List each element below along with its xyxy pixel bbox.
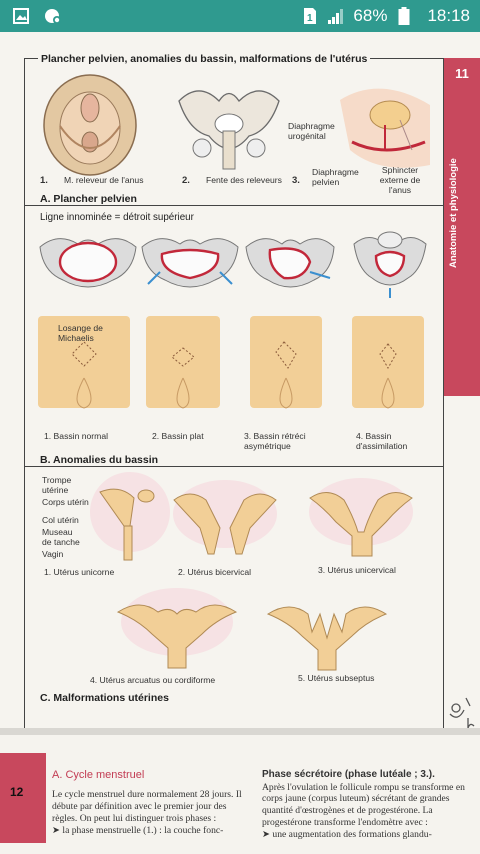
uterus-unicervical-drawing xyxy=(309,478,413,557)
battery-percent: 68% xyxy=(353,6,388,25)
uterus-arcuatus-drawing xyxy=(116,588,238,669)
uterus-unicorne-drawing xyxy=(90,472,170,561)
caption-arcuatus: 4. Utérus arcuatus ou cordiforme xyxy=(90,675,216,685)
pelvis-asymetrique-drawing xyxy=(245,238,335,288)
page-gap xyxy=(0,728,480,735)
caption-bassin-assimilation: 4. Bassin d'assimilation xyxy=(356,431,408,451)
page-number: 11 xyxy=(455,66,469,81)
book-page: Plancher pelvien, anomalies du bassin, m… xyxy=(0,32,480,730)
page-2-right-column: Phase sécrétoire (phase lutéale ; 3.). A… xyxy=(262,769,468,841)
caption-releveur-anus: M. releveur de l'anus xyxy=(64,175,144,185)
caption-a-2-num: 2. xyxy=(182,175,190,186)
label-diaphragme-urogenital: Diaphragme urogénital xyxy=(288,121,335,141)
book-page-2: 12 A. Cycle menstruel Le cycle menstruel… xyxy=(0,735,480,854)
caption-a-1-num: 1. xyxy=(40,175,48,186)
label-vagin: Vagin xyxy=(42,549,64,559)
pelvic-floor-drawing-3 xyxy=(340,88,430,168)
caption-subseptus: 5. Utérus subseptus xyxy=(298,673,375,683)
uterus-bicervical-drawing xyxy=(173,480,277,555)
section-b-title: B. Anomalies du bassin xyxy=(40,454,159,466)
caption-fente-releveurs: Fente des releveurs xyxy=(206,175,282,185)
page-2-left-column: A. Cycle menstruel Le cycle menstruel du… xyxy=(52,769,248,837)
caption-bassin-retreci: 3. Bassin rétréci asymétrique xyxy=(244,431,306,451)
pelvis-normal-drawing xyxy=(39,238,137,288)
caption-a-3-num: 3. xyxy=(292,175,300,186)
page-2-left-heading: A. Cycle menstruel xyxy=(52,769,145,781)
page-2-left-text: Le cycle menstruel dure normalement 28 j… xyxy=(52,788,242,824)
page-2-right-heading: Phase sécrétoire (phase lutéale ; 3.). xyxy=(262,769,435,780)
caption-diaphragme-pelvien: Diaphragme pelvien xyxy=(312,167,359,187)
caption-bassin-plat: 2. Bassin plat xyxy=(152,431,204,441)
label-corps-uterin: Corps utérin xyxy=(42,497,89,507)
svg-text:1: 1 xyxy=(307,13,313,24)
back-view-2 xyxy=(146,316,220,408)
back-view-1 xyxy=(38,316,130,408)
caption-unicervical: 3. Utérus unicervical xyxy=(318,565,396,575)
ligne-innominee: Ligne innominée = détroit supérieur xyxy=(40,212,194,223)
label-museau: Museau de tanche xyxy=(42,527,80,547)
pelvic-floor-drawing-1 xyxy=(43,74,137,176)
pelvis-assimilation-drawing xyxy=(353,231,427,298)
pelvis-plat-drawing xyxy=(141,238,239,288)
section-c-title: C. Malformations utérines xyxy=(40,692,169,704)
page-2-number: 12 xyxy=(10,785,24,799)
back-view-3 xyxy=(250,316,322,408)
gallery-icon xyxy=(13,8,29,24)
label-trompe: Trompe utérine xyxy=(42,475,72,495)
signal-icon xyxy=(328,9,344,24)
clock: 18:18 xyxy=(427,6,470,25)
back-view-4 xyxy=(352,316,424,408)
pelvic-floor-drawing-2 xyxy=(178,90,280,170)
page-2-right-bullet: ➤ une augmentation des formations glandu… xyxy=(262,829,432,841)
page-side-tab: 11 Anatomie et physiologie xyxy=(444,58,480,396)
status-bar: 1 68% 18:18 xyxy=(0,0,480,32)
caption-bicervical: 2. Utérus bicervical xyxy=(178,567,252,577)
losange-label: Losange de Michaelis xyxy=(58,323,103,343)
divider-b-c xyxy=(24,466,444,467)
sim-1-icon: 1 xyxy=(304,8,317,24)
uterus-subseptus-drawing xyxy=(266,606,388,671)
caption-bassin-normal: 1. Bassin normal xyxy=(44,431,109,441)
label-col-uterin: Col utérin xyxy=(42,515,79,525)
page-2-left-bullet: ➤ la phase menstruelle (1.) : la couche … xyxy=(52,824,224,836)
divider-a-b xyxy=(24,205,444,206)
battery-icon xyxy=(398,7,410,25)
pen-scribble xyxy=(449,697,475,729)
page-title: Plancher pelvien, anomalies du bassin, m… xyxy=(38,53,371,65)
caption-unicorne: 1. Utérus unicorne xyxy=(44,567,115,577)
cloud-settings-icon xyxy=(45,9,61,24)
losange-markings xyxy=(71,341,397,409)
page-2-right-text: Après l'ovulation le follicule rompu se … xyxy=(262,781,465,829)
caption-sphincter-anus: Sphincter externe de l'anus xyxy=(379,165,421,195)
section-a-title: A. Plancher pelvien xyxy=(40,193,137,205)
page-2-side-tab xyxy=(0,753,46,843)
